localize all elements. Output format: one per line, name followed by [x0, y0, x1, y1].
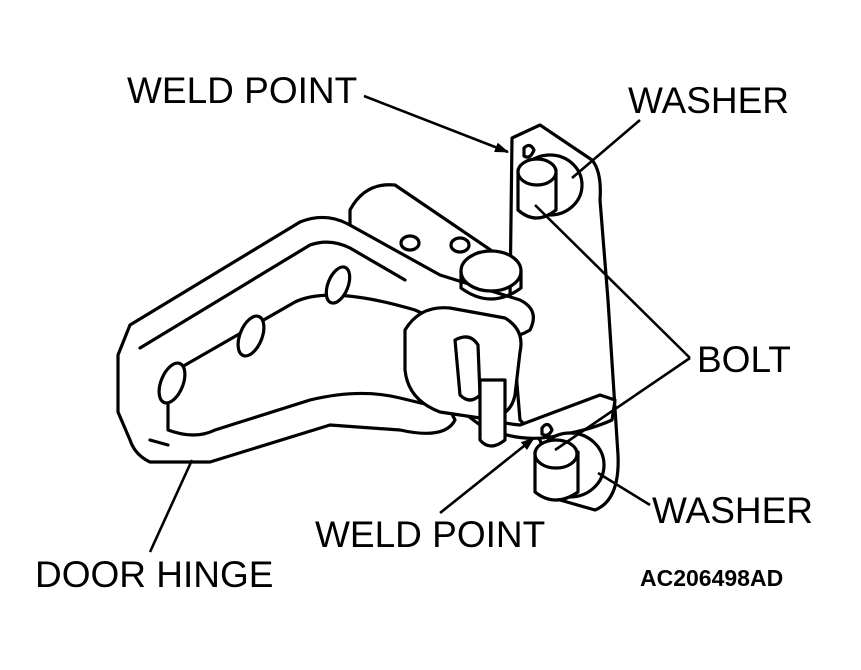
arm-hole-1: [154, 359, 190, 406]
label-bolt: BOLT: [697, 339, 791, 380]
hinge-pin: [480, 380, 505, 446]
figure-code: AC206498AD: [640, 565, 784, 591]
leader-bolt-1: [535, 205, 690, 358]
label-washer-bottom: WASHER: [652, 490, 814, 531]
lower-bolt-head: [535, 440, 577, 468]
label-door-hinge: DOOR HINGE: [35, 554, 274, 595]
leader-washer-top: [572, 120, 640, 178]
leader-weld-point-bottom: [440, 438, 534, 513]
arm-flange: [140, 242, 405, 445]
arm-hole-2: [233, 312, 269, 359]
label-washer-top: WASHER: [628, 80, 790, 121]
label-weld-point-top: WELD POINT: [127, 70, 358, 111]
leader-weld-point-top: [364, 96, 509, 152]
leader-bolt-2: [555, 358, 690, 450]
arm-hole-4: [401, 236, 419, 250]
leader-door-hinge: [150, 460, 192, 552]
arm-hole-3: [322, 264, 355, 307]
lower-weld-point: [542, 424, 552, 435]
label-weld-point-bottom: WELD POINT: [315, 514, 546, 555]
hinge-pin-head: [461, 251, 521, 291]
upper-weld-point: [524, 145, 534, 157]
leader-washer-bottom: [598, 473, 650, 505]
arm-hole-5: [451, 238, 469, 252]
upper-bolt-head: [518, 159, 556, 185]
pin-head-side: [461, 271, 521, 299]
